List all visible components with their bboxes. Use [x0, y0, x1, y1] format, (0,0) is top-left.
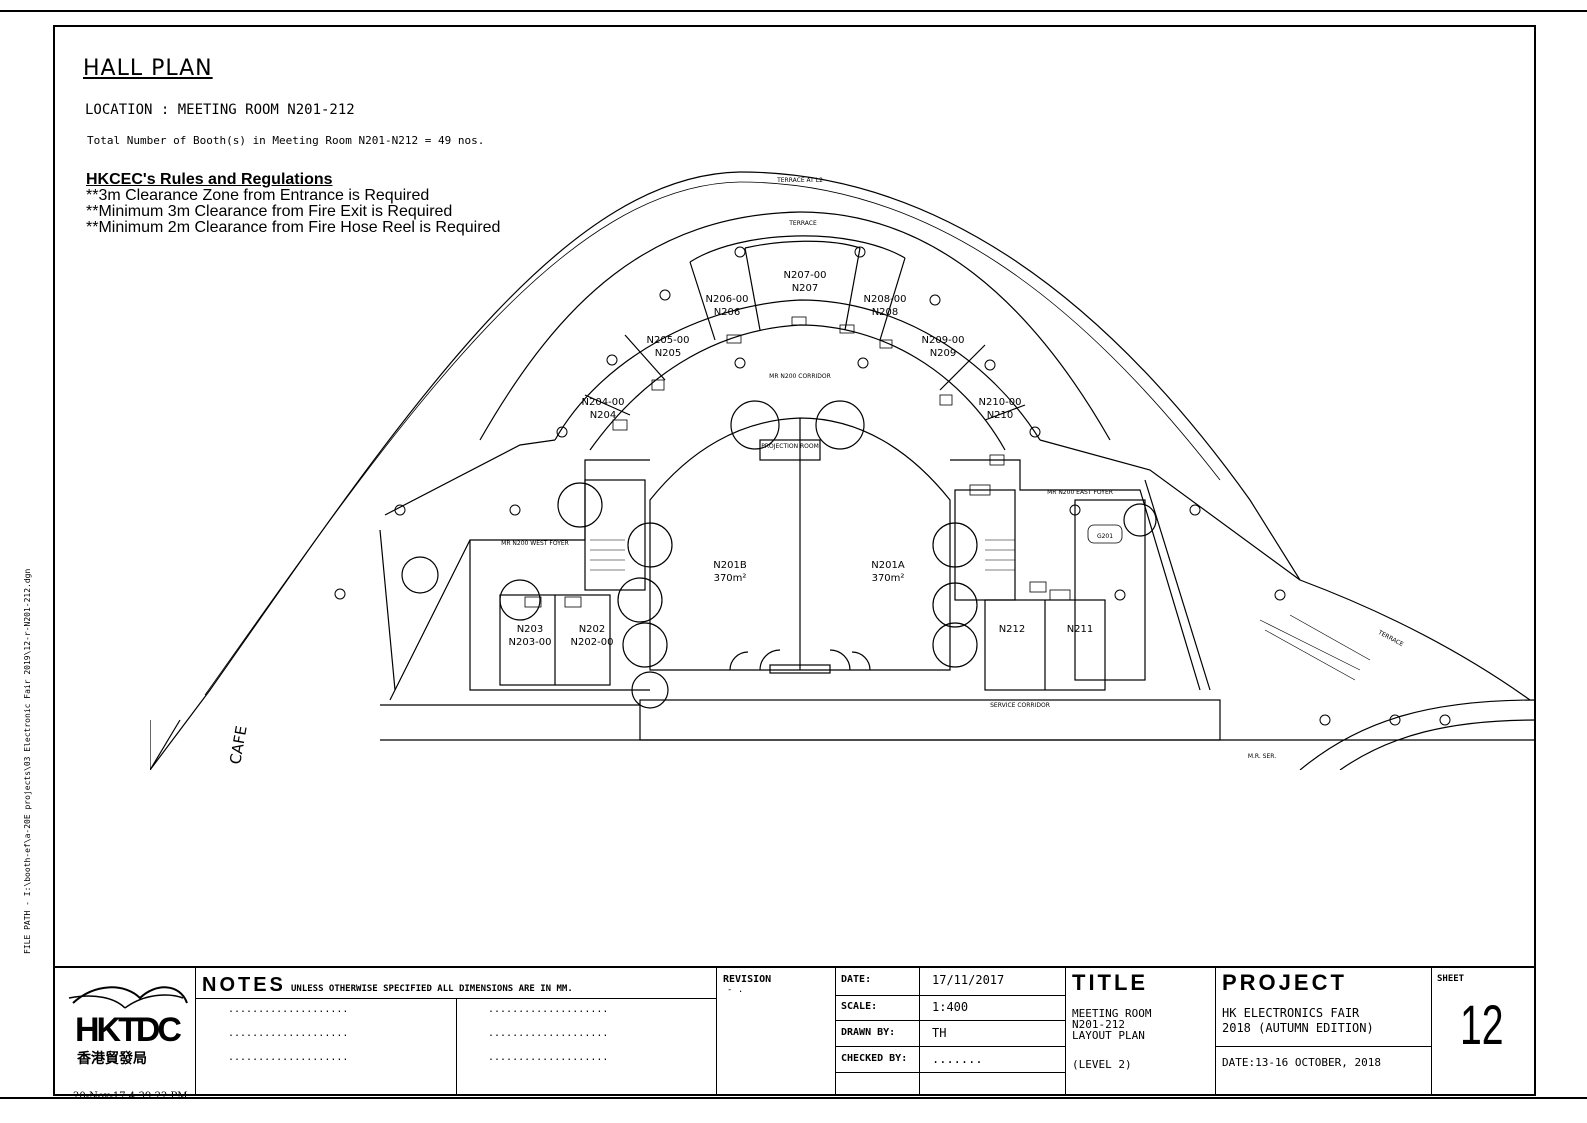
g201-label: G201	[1097, 533, 1113, 540]
mr-ser-label: M.R. SER.	[1248, 753, 1276, 760]
room-n209-code: N209-00	[922, 335, 965, 346]
hktdc-logo: HKTDC 香港貿發局	[68, 986, 188, 1067]
rule-item: **3m Clearance Zone from Entrance is Req…	[86, 187, 430, 204]
title-line: MEETING ROOM	[1072, 1007, 1152, 1020]
room-n209: N209	[930, 348, 957, 359]
room-n203: N203	[517, 624, 544, 635]
room-n207-code: N207-00	[784, 270, 827, 281]
project-label: PROJECT	[1222, 970, 1347, 995]
room-n201b: N201B	[713, 560, 747, 571]
sheet-cell: SHEET 12	[1431, 968, 1534, 1095]
project-date: DATE:13-16 OCTOBER, 2018	[1222, 1056, 1381, 1069]
logo-text: HKTDC	[75, 1011, 181, 1049]
room-n212: N212	[999, 624, 1026, 635]
corridor-label: MR N200 CORRIDOR	[769, 373, 831, 380]
sheet-label: SHEET	[1437, 974, 1465, 984]
room-n204: N204	[590, 410, 617, 421]
scale-label: SCALE:	[841, 1001, 878, 1012]
hall-n201	[649, 417, 951, 671]
revision-cell: REVISION - .	[716, 968, 835, 1095]
room-n205: N205	[655, 348, 682, 359]
revision-value: - .	[727, 985, 744, 995]
file-path: FILE PATH - I:\booth-ef\a-20E projects\0…	[23, 568, 32, 954]
terrace-right-label: TERRACE	[1376, 629, 1405, 649]
revision-label: REVISION	[723, 974, 772, 985]
notes-cell: NOTES UNLESS OTHERWISE SPECIFIED ALL DIM…	[195, 968, 717, 1095]
notes-line: ....................	[228, 1052, 349, 1063]
sheet-number: 12	[1460, 993, 1504, 1056]
room-n207: N207	[792, 283, 819, 294]
project-line: HK ELECTRONICS FAIR	[1222, 1006, 1360, 1020]
page-title: HALL PLAN	[83, 56, 213, 81]
rule-item: **Minimum 3m Clearance from Fire Exit is…	[86, 203, 453, 220]
west-foyer-label: MR N200 WEST FOYER	[501, 540, 569, 547]
terrace-arc	[479, 211, 1111, 441]
room-n201b-area: 370m²	[714, 573, 747, 584]
title-block: HKTDC 香港貿發局 NOTES UNLESS OTHERWISE SPECI…	[55, 966, 1534, 1097]
room-n201a-area: 370m²	[872, 573, 905, 584]
room-n202: N202	[579, 624, 606, 635]
east-foyer-label: MR N200 EAST FOYER	[1047, 489, 1113, 496]
date-value: 17/11/2017	[932, 973, 1005, 987]
room-n210-code: N210-00	[979, 397, 1022, 408]
notes-line: ....................	[228, 1028, 349, 1039]
bottom-border-line	[0, 1097, 1587, 1099]
title-line: LAYOUT PLAN	[1072, 1029, 1145, 1042]
room-n205-code: N205-00	[647, 335, 690, 346]
scale-value: 1:400	[932, 1000, 969, 1014]
room-n201a: N201A	[871, 560, 905, 571]
date-label: DATE:	[841, 974, 872, 985]
outer-arch	[150, 171, 1531, 770]
info-cell: DATE: 17/11/2017 SCALE: 1:400 DRAWN BY: …	[835, 968, 1066, 1095]
room-n206-code: N206-00	[706, 294, 749, 305]
timestamp: 20-Nov-17 4:39:22 PM	[73, 1091, 188, 1102]
room-n211: N211	[1067, 624, 1094, 635]
notes-line: ....................	[488, 1028, 609, 1039]
drawn-value: TH	[932, 1026, 947, 1040]
room-n206: N206	[714, 307, 741, 318]
project-line: 2018 (AUTUMN EDITION)	[1222, 1021, 1374, 1035]
room-n203-code: N203-00	[509, 637, 552, 648]
cafe-label: CAFE	[226, 724, 250, 765]
projection-room-label: PROJECTION ROOM	[761, 443, 819, 450]
terrace-label: TERRACE	[788, 220, 817, 227]
room-n210: N210	[987, 410, 1014, 421]
top-border-line	[0, 10, 1587, 12]
drawing-frame	[53, 25, 1536, 1096]
service-corridor-label: SERVICE CORRIDOR	[990, 702, 1050, 709]
title-line: N201-212	[1072, 1018, 1125, 1031]
notes-label: NOTES	[202, 974, 286, 996]
checked-value: .......	[932, 1052, 983, 1066]
room-n208-code: N208-00	[864, 294, 907, 305]
notes-line: ....................	[228, 1004, 349, 1015]
project-cell: PROJECT HK ELECTRONICS FAIR 2018 (AUTUMN…	[1215, 968, 1432, 1095]
logo-chinese: 香港貿發局	[76, 1050, 147, 1067]
rules-heading: HKCEC's Rules and Regulations	[86, 171, 333, 188]
location-label: LOCATION : MEETING ROOM N201-212	[85, 102, 355, 118]
notes-text: UNLESS OTHERWISE SPECIFIED ALL DIMENSION…	[291, 984, 573, 994]
title-level: (LEVEL 2)	[1072, 1058, 1132, 1071]
title-cell: TITLE MEETING ROOM N201-212 LAYOUT PLAN …	[1065, 968, 1215, 1095]
room-n208: N208	[872, 307, 899, 318]
rule-item: **Minimum 2m Clearance from Fire Hose Re…	[86, 219, 501, 236]
drawn-label: DRAWN BY:	[841, 1027, 896, 1038]
title-label: TITLE	[1072, 970, 1149, 995]
notes-line: ....................	[488, 1004, 609, 1015]
checked-label: CHECKED BY:	[841, 1053, 908, 1064]
booth-count: Total Number of Booth(s) in Meeting Room…	[87, 134, 485, 147]
room-n202-code: N202-00	[571, 637, 614, 648]
room-n204-code: N204-00	[582, 397, 625, 408]
rules-block: HKCEC's Rules and Regulations **3m Clear…	[86, 172, 500, 236]
floor-plan: TERRACE AT L2 TERRACE MR N200 CORRIDOR M…	[150, 171, 1536, 770]
logo-cell: HKTDC 香港貿發局	[55, 968, 195, 1095]
notes-line: ....................	[488, 1052, 609, 1063]
terrace-l2-label: TERRACE AT L2	[776, 177, 823, 184]
